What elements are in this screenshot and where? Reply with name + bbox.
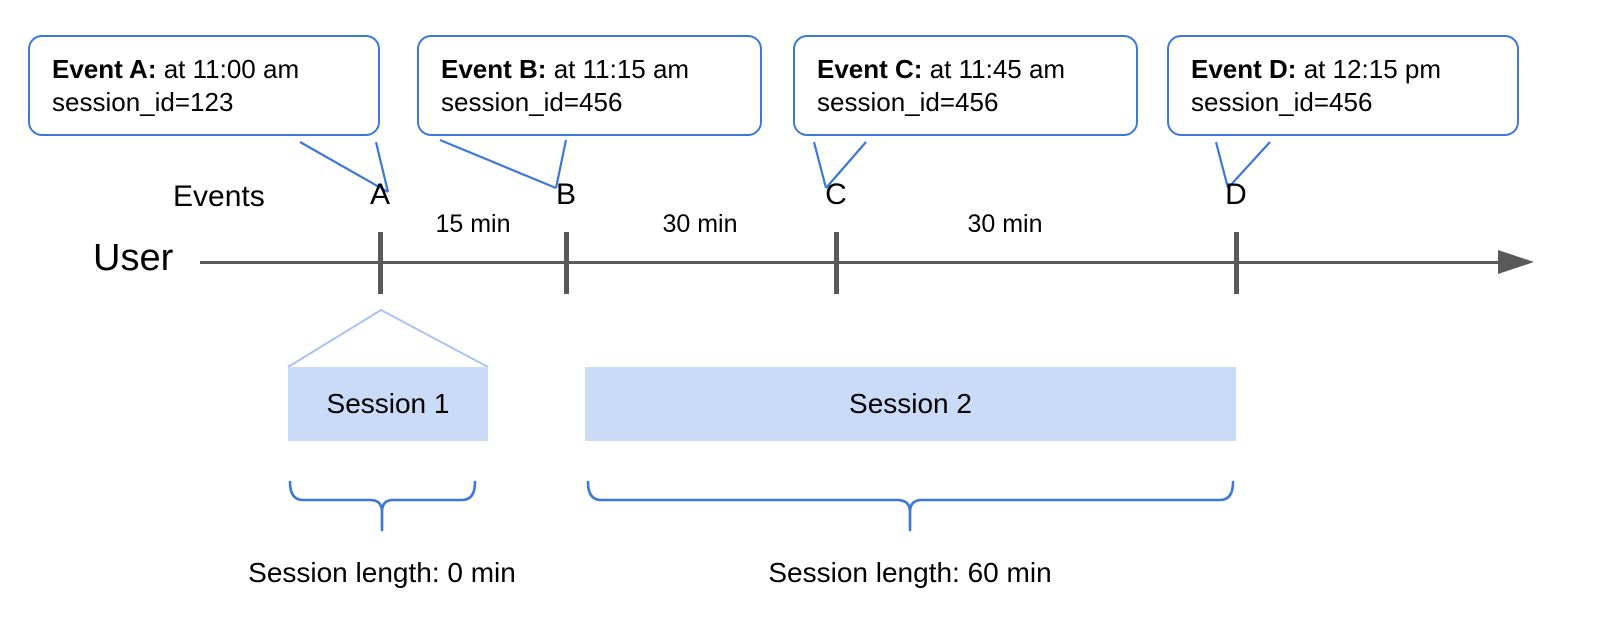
session-bar-2[interactable]: Session 2 [585,367,1236,441]
session-1-length-label: Session length: 0 min [248,557,516,588]
event-tick-b[interactable] [564,232,569,294]
callout-event-b-line1: Event B: at 11:15 am [441,53,742,86]
event-marker-d: D [1225,178,1247,211]
callout-event-b[interactable]: Event B: at 11:15 am session_id=456 [417,35,762,136]
callout-event-c-time: at 11:45 am [922,54,1066,84]
event-tick-d[interactable] [1234,232,1239,294]
callout-event-a[interactable]: Event A: at 11:00 am session_id=123 [28,35,380,136]
callout-event-a-line1: Event A: at 11:00 am [52,53,360,86]
session-bar-1[interactable]: Session 1 [288,367,488,441]
session1-funnel [287,308,489,368]
callout-event-a-line2: session_id=123 [52,87,234,118]
events-row-label: Events [173,180,265,213]
gap-label-b-c: 30 min [662,210,738,238]
event-tick-c[interactable] [834,232,839,294]
event-marker-b: B [555,178,576,211]
session1-brace [288,480,477,532]
callout-event-d-title: Event D: [1191,54,1297,84]
callout-event-c-title: Event C: [817,54,923,84]
callout-event-d[interactable]: Event D: at 12:15 pm session_id=456 [1167,35,1519,136]
session-bar-1-label: Session 1 [326,388,450,419]
callout-event-d-time: at 12:15 pm [1296,54,1442,84]
gap-label-a-b: 15 min [435,210,511,238]
callout-event-d-line2: session_id=456 [1191,87,1373,118]
callout-event-b-time: at 11:15 am [546,54,690,84]
session-2-length-label: Session length: 60 min [768,557,1052,588]
callout-event-d-line1: Event D: at 12:15 pm [1191,53,1499,86]
callout-event-a-title: Event A: [52,54,157,84]
callout-event-c-line1: Event C: at 11:45 am [817,53,1118,86]
gap-label-c-d: 30 min [967,210,1043,238]
callout-event-b-title: Event B: [441,54,547,84]
event-marker-a: A [369,178,390,211]
callout-event-a-time: at 11:00 am [156,54,300,84]
event-tick-a[interactable] [378,232,383,294]
callout-event-b-line2: session_id=456 [441,87,623,118]
callout-event-c[interactable]: Event C: at 11:45 am session_id=456 [793,35,1138,136]
session2-brace [586,480,1235,532]
user-row-label: User [93,237,174,279]
session-bar-2-label: Session 2 [849,388,972,419]
event-marker-c: C [825,178,847,211]
timeline-axis [200,261,1505,264]
callout-event-c-line2: session_id=456 [817,87,999,118]
